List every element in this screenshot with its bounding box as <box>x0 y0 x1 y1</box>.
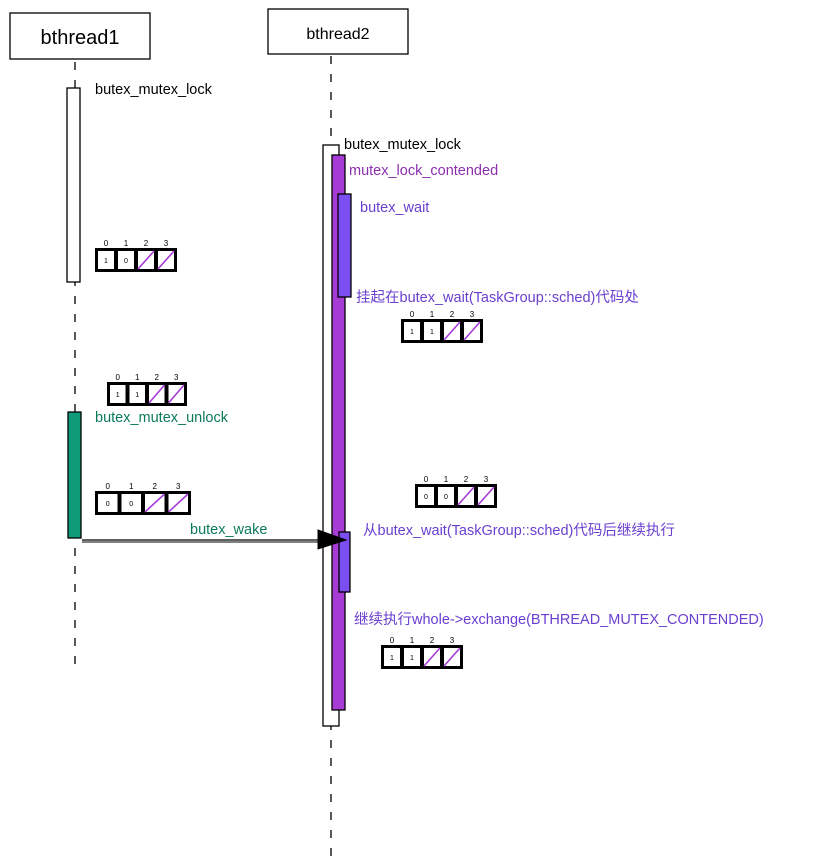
array-index-label: 2 <box>450 310 455 319</box>
bthread1-unlock-activation <box>67 411 82 539</box>
array-index-label: 3 <box>484 475 489 484</box>
array-index-label: 3 <box>176 482 181 491</box>
bthread1-lock-label: butex_mutex_lock <box>95 82 213 98</box>
array-cell-unused-hatch <box>443 321 461 341</box>
array-cell-unused-hatch <box>443 647 461 667</box>
array-index-label: 2 <box>464 475 469 484</box>
array-cell-value: 1 <box>135 392 139 399</box>
resume-activation <box>338 531 351 593</box>
bthread1-lock-activation <box>66 87 81 283</box>
array-cell-unused-hatch <box>167 384 185 404</box>
array-cell-value: 1 <box>410 655 414 662</box>
array-cell-value: 0 <box>129 501 133 508</box>
array-index-label: 0 <box>424 475 429 484</box>
mutex-lock-contended-label: mutex_lock_contended <box>349 163 498 179</box>
array-index-label: 0 <box>106 482 111 491</box>
array-index-label: 2 <box>155 373 160 382</box>
actor-bthread2: bthread2 <box>267 8 409 55</box>
array-index-label: 0 <box>104 239 109 248</box>
state-array-after-exchange: 0 1 1 1 2 3 <box>381 636 463 669</box>
array-cell-value: 0 <box>106 501 110 508</box>
array-index-label: 1 <box>410 636 415 645</box>
array-cell-unused-hatch <box>463 321 481 341</box>
array-index-label: 1 <box>444 475 449 484</box>
array-cell-value: 0 <box>124 258 128 265</box>
actor-bthread1-label: bthread1 <box>41 27 120 49</box>
butex-mutex-unlock-label: butex_mutex_unlock <box>95 410 229 426</box>
array-index-label: 0 <box>116 373 121 382</box>
array-cell-value: 0 <box>444 494 448 501</box>
array-index-label: 3 <box>450 636 455 645</box>
array-cell-unused-hatch <box>144 493 166 513</box>
array-cell-unused-hatch <box>148 384 166 404</box>
array-cell-unused-hatch <box>477 486 495 506</box>
state-array-after-t2-wait: 0 1 1 1 2 3 <box>401 310 483 343</box>
butex-wait-activation <box>337 193 352 298</box>
array-index-label: 2 <box>144 239 149 248</box>
butex-wake-arrow <box>82 529 348 550</box>
suspended-label: 挂起在butex_wait(TaskGroup::sched)代码处 <box>356 289 639 306</box>
array-cell-value: 0 <box>424 494 428 501</box>
array-cell-value: 1 <box>390 655 394 662</box>
array-cell-unused-hatch <box>457 486 475 506</box>
array-index-label: 1 <box>430 310 435 319</box>
array-index-label: 3 <box>174 373 179 382</box>
exchange-label: 继续执行whole->exchange(BTHREAD_MUTEX_CONTEN… <box>354 611 764 628</box>
array-index-label: 2 <box>430 636 435 645</box>
array-cell-value: 1 <box>430 329 434 336</box>
array-cell-value: 1 <box>116 392 120 399</box>
array-index-label: 1 <box>129 482 134 491</box>
array-cell-value: 1 <box>410 329 414 336</box>
resume-label: 从butex_wait(TaskGroup::sched)代码后继续执行 <box>363 522 675 539</box>
array-index-label: 2 <box>153 482 158 491</box>
state-array-after-unlock: 0 0 1 0 2 3 <box>95 482 191 515</box>
array-index-label: 1 <box>124 239 129 248</box>
array-index-label: 3 <box>470 310 475 319</box>
state-array-after-t1-lock: 0 1 1 0 2 3 <box>95 239 177 272</box>
array-cell-unused-hatch <box>137 250 155 270</box>
array-cell-unused-hatch <box>423 647 441 667</box>
array-index-label: 1 <box>135 373 140 382</box>
array-index-label: 0 <box>410 310 415 319</box>
actor-bthread2-label: bthread2 <box>306 26 369 43</box>
state-array-on-resume: 0 0 1 0 2 3 <box>415 475 497 508</box>
array-cell-value: 1 <box>104 258 108 265</box>
array-index-label: 0 <box>390 636 395 645</box>
bthread2-lock-label: butex_mutex_lock <box>344 137 462 153</box>
state-array-before-unlock: 0 1 1 1 2 3 <box>107 373 187 406</box>
butex-wake-label: butex_wake <box>190 522 267 538</box>
array-index-label: 3 <box>164 239 169 248</box>
array-cell-unused-hatch <box>157 250 175 270</box>
array-cell-unused-hatch <box>167 493 189 513</box>
butex-wait-label: butex_wait <box>360 200 429 216</box>
actor-bthread1: bthread1 <box>9 12 151 60</box>
